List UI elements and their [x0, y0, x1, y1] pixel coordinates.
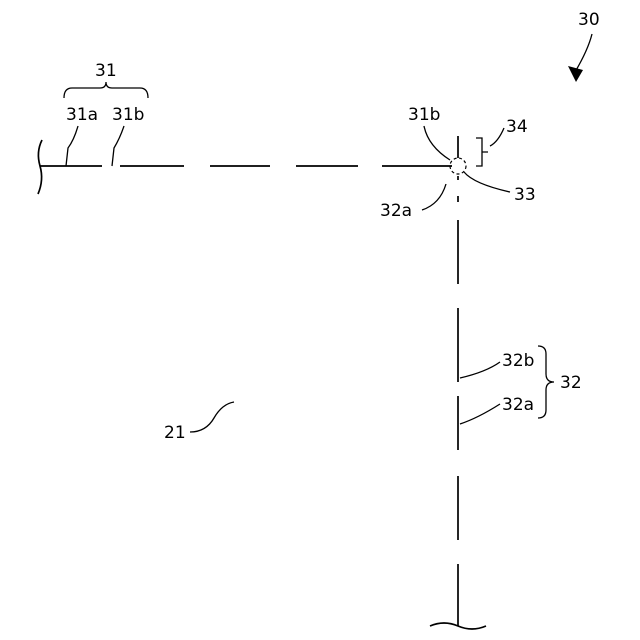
label-31b-right: 31b: [408, 105, 440, 125]
label-32a-top: 32a: [380, 201, 412, 221]
leader-21: [190, 402, 234, 432]
bracket-34: [476, 138, 488, 166]
label-33: 33: [514, 185, 536, 205]
label-31a: 31a: [66, 105, 98, 125]
label-31b-left: 31b: [112, 105, 144, 125]
leader-32a-lower: [460, 404, 500, 424]
label-30: 30: [578, 10, 600, 30]
leader-31b-left: [112, 126, 124, 166]
leader-32b: [460, 362, 500, 378]
label-32b: 32b: [502, 351, 534, 371]
arrow-30-shaft: [575, 34, 592, 72]
label-32: 32: [560, 373, 582, 393]
leader-34: [490, 128, 504, 146]
label-31: 31: [95, 61, 117, 81]
label-21: 21: [164, 423, 186, 443]
label-34: 34: [506, 117, 528, 137]
brace-31: [64, 82, 148, 98]
break-mark-left: [38, 140, 42, 194]
junction-circle-33: [450, 158, 466, 174]
leader-33: [464, 172, 510, 192]
leader-31a: [66, 126, 78, 166]
label-32a-lower: 32a: [502, 395, 534, 415]
brace-32: [538, 346, 554, 418]
leader-32a-top: [422, 184, 446, 210]
arrow-30-head: [568, 66, 583, 82]
leader-31b-right: [424, 126, 450, 160]
